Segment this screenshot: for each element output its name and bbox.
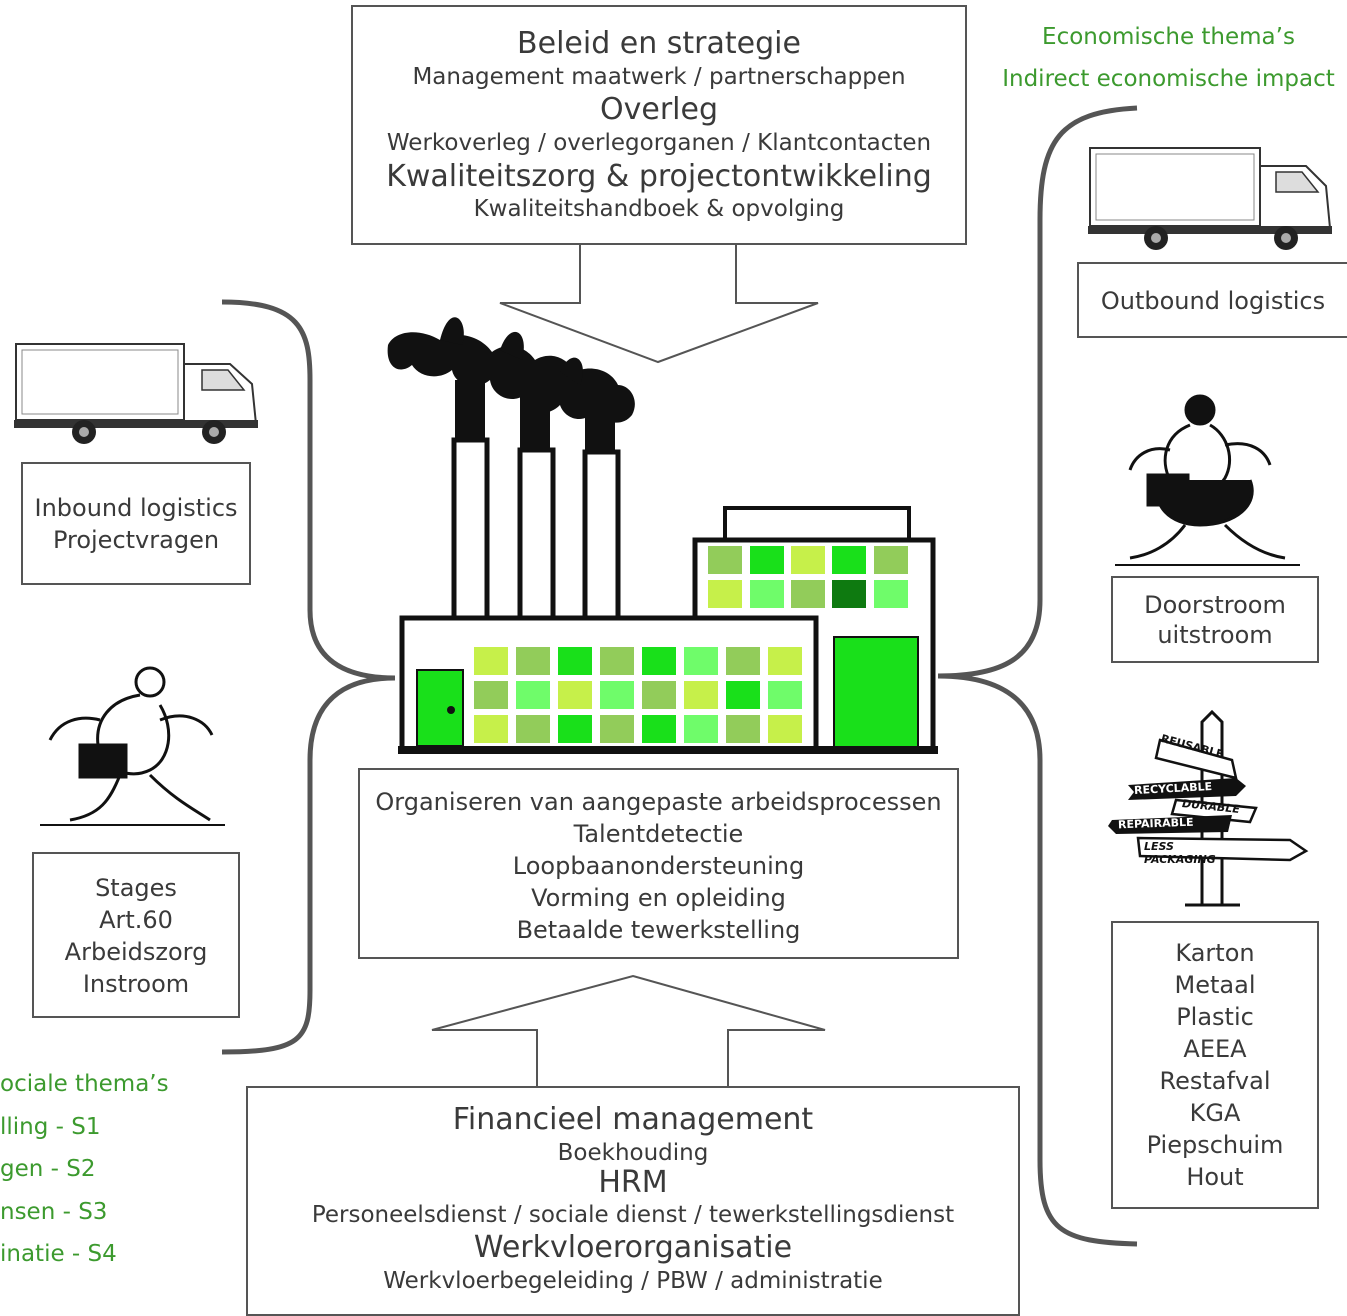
social-theme-s1: lling - S1	[0, 1113, 101, 1140]
inbound-box: Inbound logistics Projectvragen	[21, 462, 251, 585]
doorstroom-box: Doorstroom uitstroom	[1111, 576, 1319, 663]
finance-heading: Financieel management	[452, 1102, 814, 1137]
outbound-box: Outbound logistics	[1077, 262, 1347, 338]
up-arrow	[431, 974, 826, 1088]
center-line-3: Loopbaanondersteuning	[512, 852, 805, 880]
quality-sub: Kwaliteitshandboek & opvolging	[473, 196, 845, 222]
policy-box: Beleid en strategie Management maatwerk …	[351, 5, 967, 245]
work-processes-box: Organiseren van aangepaste arbeidsproces…	[358, 768, 959, 959]
policy-heading: Beleid en strategie	[517, 26, 801, 61]
workfloor-heading: Werkvloerorganisatie	[473, 1230, 793, 1265]
finance-sub: Boekhouding	[557, 1140, 709, 1166]
material-karton: Karton	[1175, 939, 1255, 967]
economic-themes: Economische thema’s Indirect economische…	[990, 16, 1347, 100]
economic-themes-title: Economische thema’s	[1042, 24, 1295, 50]
doorstroom-label: Doorstroom	[1144, 591, 1286, 619]
sign-repairable: REPAIRABLE	[1117, 815, 1194, 832]
material-piepschuim: Piepschuim	[1146, 1131, 1284, 1159]
social-theme-s4: inatie - S4	[0, 1241, 117, 1267]
center-line-2: Talentdetectie	[573, 820, 744, 848]
signpost-icon	[1108, 709, 1309, 907]
art60-label: Art.60	[99, 906, 173, 934]
truck-icon-left	[14, 343, 258, 444]
consultation-sub: Werkoverleg / overlegorganen / Klantcont…	[386, 129, 932, 156]
social-theme-s2: gen - S2	[0, 1156, 96, 1182]
social-themes-title: ociale thema’s	[0, 1071, 169, 1097]
management-box: Financieel management Boekhouding HRM Pe…	[246, 1086, 1020, 1316]
center-line-1: Organiseren van aangepaste arbeidsproces…	[375, 788, 942, 816]
material-restafval: Restafval	[1159, 1067, 1271, 1095]
projectvragen-label: Projectvragen	[52, 526, 220, 554]
hrm-heading: HRM	[598, 1165, 668, 1200]
materials-box: Karton Metaal Plastic AEEA Restafval KGA…	[1111, 921, 1319, 1209]
social-theme-s3: nsen - S3	[0, 1198, 108, 1225]
hrm-sub: Personeelsdienst / sociale dienst / tewe…	[311, 1202, 955, 1228]
sign-less-packaging: LESS PACKAGING	[1144, 840, 1216, 866]
inbound-label: Inbound logistics	[34, 494, 238, 522]
material-hout: Hout	[1186, 1163, 1244, 1191]
policy-sub: Management maatwerk / partnerschappen	[412, 63, 906, 90]
material-kga: KGA	[1189, 1099, 1241, 1127]
quality-heading: Kwaliteitszorg & projectontwikkeling	[386, 158, 932, 194]
factory-icon	[387, 317, 938, 754]
material-aeea: AEEA	[1183, 1035, 1247, 1063]
arbeidszorg-label: Arbeidszorg	[64, 938, 208, 966]
center-line-5: Betaalde tewerkstelling	[516, 916, 801, 944]
material-plastic: Plastic	[1176, 1003, 1254, 1031]
outbound-label: Outbound logistics	[1100, 287, 1326, 315]
down-arrow	[499, 244, 819, 364]
workfloor-sub: Werkvloerbegeleiding / PBW / administrat…	[383, 1268, 883, 1294]
material-metaal: Metaal	[1174, 971, 1256, 999]
consultation-heading: Overleg	[600, 92, 718, 128]
running-man-icon	[40, 666, 225, 826]
economic-themes-impact: Indirect economische impact	[1002, 66, 1335, 92]
center-line-4: Vorming en opleiding	[531, 884, 786, 912]
right-brace	[937, 105, 1138, 1247]
running-woman-icon	[1115, 394, 1300, 566]
left-brace	[221, 299, 396, 1055]
social-themes: ociale thema’s lling - S1 gen - S2 nsen …	[0, 1063, 169, 1276]
uitstroom-label: uitstroom	[1157, 621, 1273, 649]
truck-icon-right	[1088, 147, 1332, 250]
stages-label: Stages	[95, 874, 177, 902]
intake-box: Stages Art.60 Arbeidszorg Instroom	[32, 852, 240, 1018]
instroom-label: Instroom	[82, 970, 190, 998]
